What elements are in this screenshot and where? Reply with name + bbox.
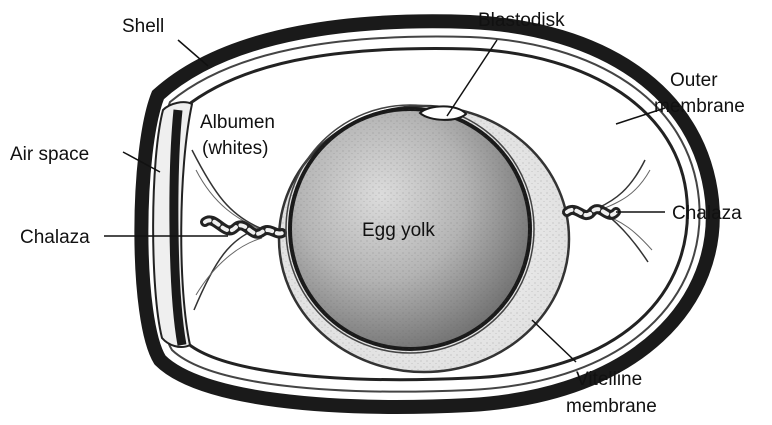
label-shell: Shell <box>122 16 164 37</box>
label-outer-membrane-line1: Outer <box>670 70 718 91</box>
label-egg-yolk: Egg yolk <box>362 220 435 241</box>
label-blastodisk: Blastodisk <box>478 10 565 31</box>
label-albumen-line2: (whites) <box>202 138 269 159</box>
label-vitelline-line2: membrane <box>566 396 657 417</box>
blastodisk-shape <box>420 106 466 120</box>
label-chalaza-right: Chalaza <box>672 203 742 224</box>
chalaza-left-drawing <box>192 150 282 310</box>
label-albumen-line1: Albumen <box>200 112 275 133</box>
label-chalaza-left: Chalaza <box>20 227 90 248</box>
leader-blastodisk <box>447 40 497 116</box>
label-outer-membrane-line2: membrane <box>654 96 745 117</box>
label-air-space: Air space <box>10 144 89 165</box>
chalaza-right-drawing <box>567 160 652 262</box>
label-vitelline-line1: Vitelline <box>576 369 642 390</box>
leader-vitelline <box>532 320 576 362</box>
